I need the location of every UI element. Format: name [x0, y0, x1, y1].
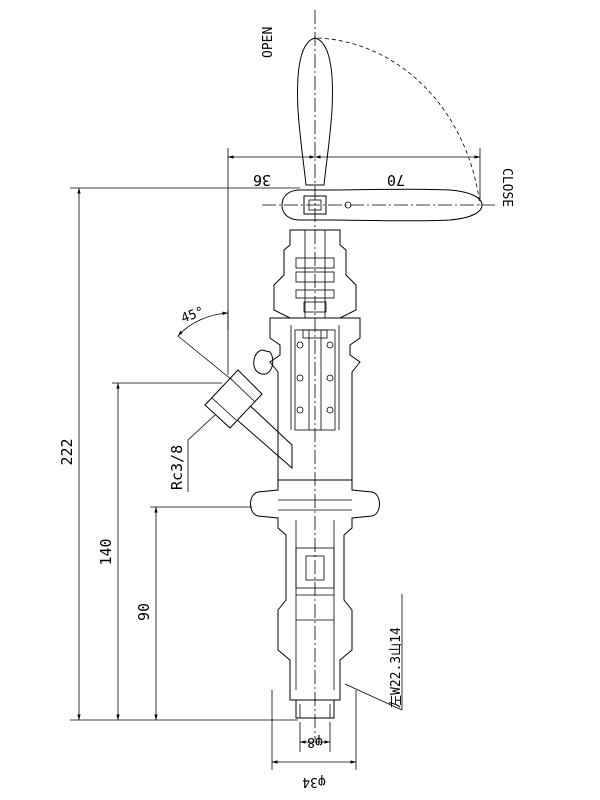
outlet-tip [295, 699, 335, 719]
spring-coil-6 [326, 406, 334, 414]
handle-screw [344, 201, 352, 209]
spring-coil-1 [296, 341, 304, 349]
handle-open-position [297, 37, 333, 186]
handle-nut [308, 199, 322, 211]
dim-phi8: φ8 [307, 734, 323, 749]
open-label: OPEN [261, 27, 276, 58]
handle-hub [303, 195, 327, 215]
spring-coil-2 [326, 341, 334, 349]
dim-36: 36 [253, 171, 271, 189]
close-label: CLOSE [499, 168, 514, 207]
packing-3 [295, 289, 335, 299]
dim-phi34: φ34 [302, 774, 326, 789]
dim-90: 90 [135, 603, 153, 621]
port-leader-line [187, 414, 216, 441]
side-port-thread-2 [229, 377, 256, 403]
side-port-fitting [204, 369, 263, 429]
dim-222: 222 [58, 438, 76, 465]
packing-2 [295, 271, 335, 283]
thread-label: 左W22.3山14 [389, 627, 404, 708]
port-label: Rc3/8 [168, 445, 186, 490]
side-port-thread-1 [211, 397, 237, 421]
spring-coil-5 [296, 406, 304, 414]
thread-leader-line [344, 683, 403, 711]
angle-port-line [177, 335, 233, 381]
dim-140: 140 [97, 538, 115, 565]
handle-swing-arc [317, 37, 481, 206]
spring-coil-3 [296, 374, 304, 382]
body-boss [253, 349, 274, 375]
packing-1 [295, 257, 335, 269]
lower-body [250, 479, 380, 701]
handle-closed-position [281, 188, 483, 222]
spring-coil-4 [326, 374, 334, 382]
gland-nut [303, 301, 327, 313]
angle-arc [177, 311, 229, 337]
dim-70: 70 [387, 171, 405, 189]
valve-disc [305, 555, 325, 581]
angle-label: 45° [179, 304, 206, 326]
guide-plate [302, 329, 328, 339]
valve-seat [295, 547, 335, 589]
